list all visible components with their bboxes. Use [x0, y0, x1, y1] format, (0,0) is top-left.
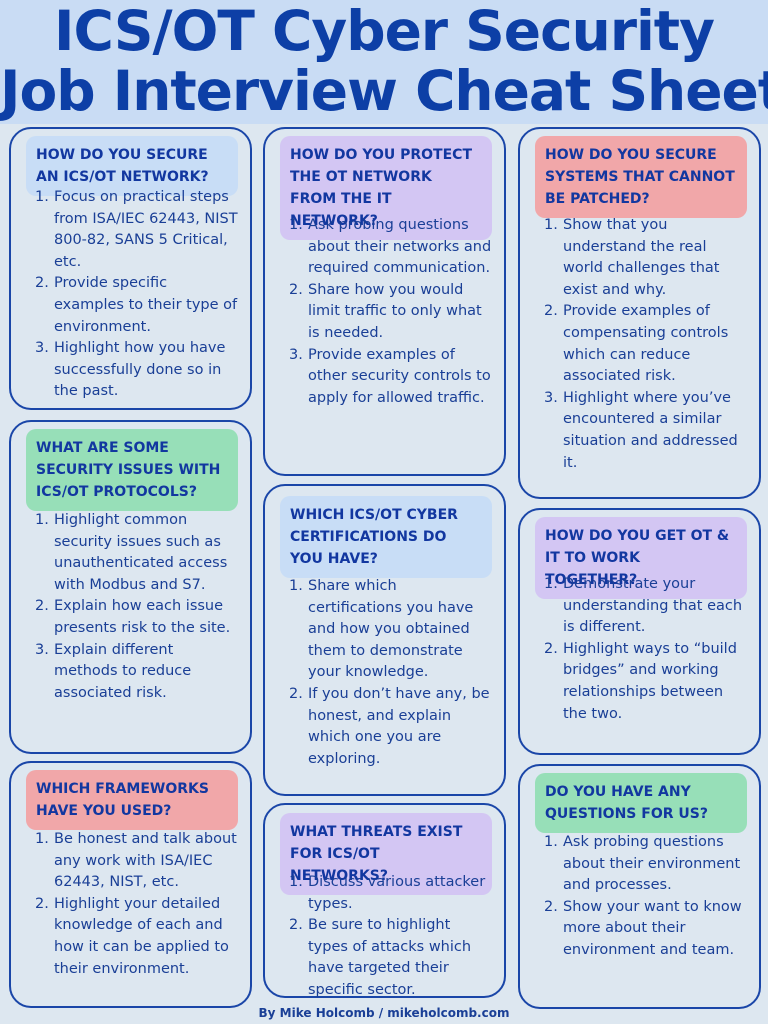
- answer-list: 1.Share which certifications you have an…: [289, 576, 494, 770]
- card-protocol-issues: WHAT ARE SOME SECURITY ISSUES WITH ICS/O…: [9, 420, 252, 754]
- list-item: 1.Show that you understand the real worl…: [544, 217, 720, 298]
- list-item: 1.Share which certifications you have an…: [289, 578, 474, 681]
- list-item: 1.Discuss various attacker types.: [289, 874, 486, 912]
- list-item: 1.Highlight common security issues such …: [35, 512, 228, 593]
- card-threats: WHAT THREATS EXIST FOR ICS/OT NETWORKS? …: [263, 803, 506, 998]
- list-item: 2.Share how you would limit traffic to o…: [289, 281, 482, 341]
- footer-credit: By Mike Holcomb / mikeholcomb.com: [258, 1006, 510, 1020]
- list-item: 1.Ask probing questions about their netw…: [289, 217, 492, 277]
- answer-list: 1.Focus on practical steps from ISA/IEC …: [35, 187, 240, 403]
- card-unpatched-systems: HOW DO YOU SECURE SYSTEMS THAT CANNOT BE…: [518, 127, 761, 499]
- answer-list: 1.Demonstrate your understanding that ea…: [544, 574, 749, 725]
- answer-list: 1.Ask probing questions about their envi…: [544, 832, 749, 962]
- answer-list: 1.Ask probing questions about their netw…: [289, 215, 494, 409]
- list-item: 2.Explain how each issue presents risk t…: [35, 598, 231, 636]
- question-heading: WHICH ICS/OT CYBER CERTIFICATIONS DO YOU…: [280, 496, 492, 578]
- question-heading: WHAT ARE SOME SECURITY ISSUES WITH ICS/O…: [26, 429, 238, 511]
- list-item: 2.Highlight your detailed knowledge of e…: [35, 895, 229, 977]
- list-item: 3.Highlight where you’ve encountered a s…: [544, 389, 738, 471]
- title-banner: ICS/OT Cyber Security Job Interview Chea…: [0, 0, 768, 124]
- question-heading: HOW DO YOU PROTECT THE OT NETWORK FROM T…: [280, 136, 492, 240]
- question-heading: DO YOU HAVE ANY QUESTIONS FOR US?: [535, 773, 747, 833]
- card-ot-it-together: HOW DO YOU GET OT & IT TO WORK TOGETHER?…: [518, 508, 761, 755]
- list-item: 2.Be sure to highlight types of attacks …: [289, 917, 472, 998]
- list-item: 1.Be honest and talk about any work with…: [35, 831, 237, 891]
- answer-list: 1.Be honest and talk about any work with…: [35, 829, 240, 980]
- list-item: 2.Provide examples of compensating contr…: [544, 303, 729, 385]
- answer-list: 1.Show that you understand the real worl…: [544, 215, 749, 474]
- card-secure-network: HOW DO YOU SECURE AN ICS/OT NETWORK? 1.F…: [9, 127, 252, 410]
- list-item: 1.Ask probing questions about their envi…: [544, 834, 741, 894]
- list-item: 3.Highlight how you have successfully do…: [35, 340, 226, 400]
- page-title-line-2: Job Interview Cheat Sheet: [0, 59, 768, 123]
- question-heading: HOW DO YOU GET OT & IT TO WORK TOGETHER?: [535, 517, 747, 599]
- card-questions-for-us: DO YOU HAVE ANY QUESTIONS FOR US? 1.Ask …: [518, 764, 761, 1009]
- list-item: 3.Provide examples of other security con…: [289, 346, 491, 406]
- question-heading: WHAT THREATS EXIST FOR ICS/OT NETWORKS?: [280, 813, 492, 895]
- list-item: 2.Provide specific examples to their typ…: [35, 275, 238, 335]
- question-heading: HOW DO YOU SECURE SYSTEMS THAT CANNOT BE…: [535, 136, 747, 218]
- list-item: 1.Demonstrate your understanding that ea…: [544, 576, 743, 636]
- list-item: 1.Focus on practical steps from ISA/IEC …: [35, 189, 238, 270]
- question-heading: WHICH FRAMEWORKS HAVE YOU USED?: [26, 770, 238, 830]
- page-title-line-1: ICS/OT Cyber Security: [54, 0, 715, 63]
- question-heading: HOW DO YOU SECURE AN ICS/OT NETWORK?: [26, 136, 238, 196]
- card-certifications: WHICH ICS/OT CYBER CERTIFICATIONS DO YOU…: [263, 484, 506, 796]
- list-item: 2.If you don’t have any, be honest, and …: [289, 685, 490, 767]
- list-item: 2.Highlight ways to “build bridges” and …: [544, 640, 737, 722]
- card-frameworks: WHICH FRAMEWORKS HAVE YOU USED? 1.Be hon…: [9, 761, 252, 1008]
- card-protect-ot-from-it: HOW DO YOU PROTECT THE OT NETWORK FROM T…: [263, 127, 506, 476]
- list-item: 3.Explain different methods to reduce as…: [35, 641, 192, 701]
- answer-list: 1.Discuss various attacker types. 2.Be s…: [289, 872, 494, 1002]
- list-item: 2.Show your want to know more about thei…: [544, 898, 742, 958]
- answer-list: 1.Highlight common security issues such …: [35, 510, 240, 704]
